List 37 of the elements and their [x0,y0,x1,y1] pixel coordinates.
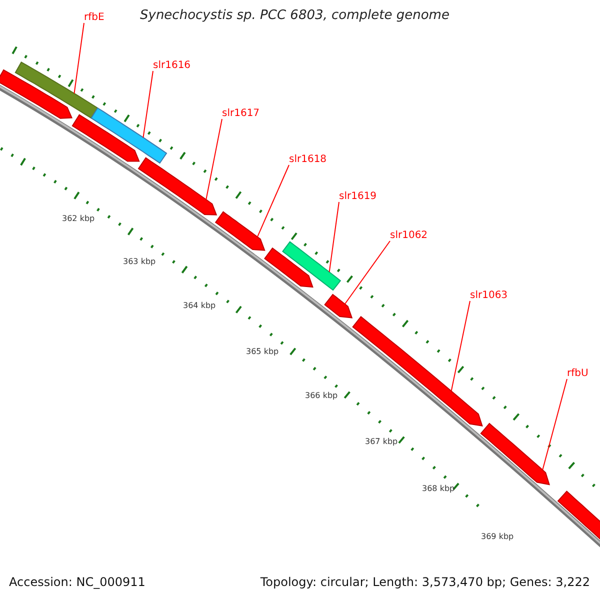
leader-line [344,240,390,304]
gene-label: slr1617 [222,108,260,119]
gene-label: rfbE [84,12,104,23]
gene-block [214,211,266,251]
gene-bar [282,241,342,291]
leader-line [542,378,568,470]
gene-label: slr1063 [470,290,508,301]
leader-line [256,164,290,238]
leader-line [74,22,84,94]
gene-block [324,294,353,318]
leader-line [328,202,340,272]
scale-label: 364 kbp [183,301,216,310]
scale-label: 363 kbp [123,257,156,266]
scale-label: 362 kbp [62,214,95,223]
gene-label: slr1062 [390,230,428,241]
gene-label: slr1616 [153,60,191,71]
map-title: Synechocystis sp. PCC 6803, complete genome [140,8,450,23]
gene-block [138,157,218,216]
gene-label: slr1619 [339,191,377,202]
gene-block [480,422,550,486]
gene-block [352,316,483,427]
gene-label: rfbU [567,368,588,379]
scale-label: 369 kbp [481,532,514,541]
gene-block [0,69,73,119]
gene-block [72,114,140,162]
gene-block [264,247,314,288]
scale-label: 367 kbp [365,437,398,446]
scale-label: 368 kbp [422,484,455,493]
summary-text: Topology: circular; Length: 3,573,470 bp; Genes: 3,222 [260,575,590,589]
gene-bar [14,62,98,119]
gene-label: slr1618 [289,154,327,165]
gene-bar [90,107,168,164]
leader-line [206,118,222,200]
leader-line [450,300,470,392]
scale-label: 365 kbp [246,347,279,356]
scale-label: 366 kbp [305,391,338,400]
accession-text: Accession: NC_000911 [9,575,146,589]
